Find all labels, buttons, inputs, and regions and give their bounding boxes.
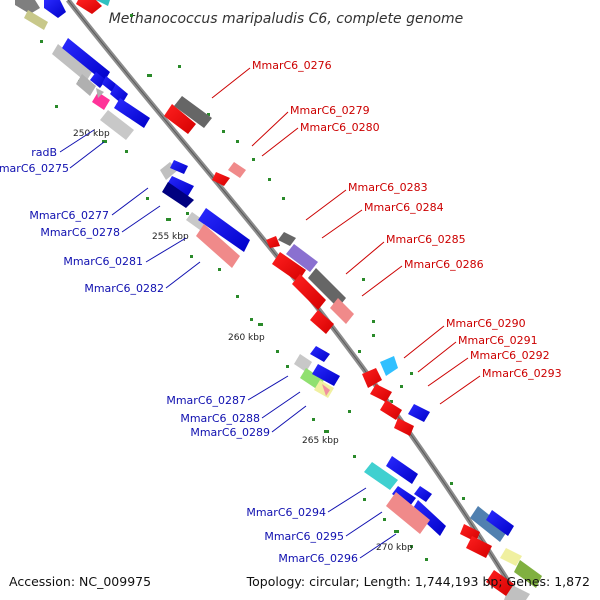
gene-reverse[interactable] bbox=[466, 536, 492, 558]
forward-strand-genes bbox=[15, 0, 446, 536]
gene-reverse[interactable] bbox=[164, 104, 196, 134]
gene-label-MmarC6_0283[interactable]: MmarC6_0283 bbox=[348, 181, 428, 194]
gene-forward[interactable] bbox=[412, 500, 446, 536]
gene-forward[interactable] bbox=[100, 110, 134, 140]
tick-label: 250 kbp bbox=[73, 129, 110, 139]
tick-label: 255 kbp bbox=[152, 232, 189, 242]
gene-forward[interactable] bbox=[162, 182, 194, 208]
gene-label-MmarC6_0290[interactable]: MmarC6_0290 bbox=[446, 317, 526, 330]
gene-forward[interactable] bbox=[110, 84, 128, 104]
right-leader-lines bbox=[211, 67, 481, 405]
gene-reverse[interactable] bbox=[380, 356, 398, 376]
gene-reverse[interactable] bbox=[76, 0, 102, 14]
gene-reverse[interactable] bbox=[486, 510, 514, 536]
gene-reverse[interactable] bbox=[362, 368, 382, 388]
reverse-strand-genes bbox=[76, 0, 542, 600]
gene-forward[interactable] bbox=[76, 74, 96, 96]
gene-forward[interactable] bbox=[186, 212, 206, 230]
gene-forward[interactable] bbox=[102, 76, 116, 92]
gene-forward[interactable] bbox=[386, 492, 430, 534]
gene-label-MmarC6_0276[interactable]: MmarC6_0276 bbox=[252, 59, 332, 72]
gene-label-MmarC6_0275[interactable]: MmarC6_0275 bbox=[0, 162, 69, 175]
gene-label-MmarC6_0291[interactable]: MmarC6_0291 bbox=[458, 334, 538, 347]
gene-label-MmarC6_0281[interactable]: MmarC6_0281 bbox=[63, 255, 143, 268]
gene-forward[interactable] bbox=[15, 0, 40, 14]
gene-label-MmarC6_0280[interactable]: MmarC6_0280 bbox=[300, 121, 380, 134]
gene-label-MmarC6_0285[interactable]: MmarC6_0285 bbox=[386, 233, 466, 246]
gene-label-MmarC6_0279[interactable]: MmarC6_0279 bbox=[290, 104, 370, 117]
gene-reverse[interactable] bbox=[212, 172, 230, 186]
gene-reverse[interactable] bbox=[500, 548, 522, 566]
gene-reverse[interactable] bbox=[394, 418, 414, 436]
gene-label-MmarC6_0288[interactable]: MmarC6_0288 bbox=[180, 412, 260, 425]
gene-reverse[interactable] bbox=[272, 252, 306, 282]
gene-forward[interactable] bbox=[24, 10, 48, 30]
gene-label-MmarC6_0287[interactable]: MmarC6_0287 bbox=[166, 394, 246, 407]
gene-forward[interactable] bbox=[62, 38, 110, 82]
gene-label-radB[interactable]: radB bbox=[31, 146, 57, 159]
left-gene-labels: radB MmarC6_0275 MmarC6_0277 MmarC6_0278… bbox=[0, 146, 358, 565]
gene-label-MmarC6_0295[interactable]: MmarC6_0295 bbox=[264, 530, 344, 543]
gene-reverse[interactable] bbox=[380, 400, 402, 420]
gene-label-MmarC6_0286[interactable]: MmarC6_0286 bbox=[404, 258, 484, 271]
gene-reverse[interactable] bbox=[486, 570, 514, 596]
gene-label-MmarC6_0289[interactable]: MmarC6_0289 bbox=[190, 426, 270, 439]
gene-reverse[interactable] bbox=[330, 298, 354, 324]
gene-forward[interactable] bbox=[114, 98, 150, 128]
genome-title: Methanococcus maripaludis C6, complete g… bbox=[109, 11, 464, 27]
right-gene-labels: MmarC6_0276 MmarC6_0279 MmarC6_0280 Mmar… bbox=[252, 59, 562, 380]
gene-forward[interactable] bbox=[198, 208, 250, 252]
gene-forward[interactable] bbox=[312, 364, 340, 386]
gene-label-MmarC6_0278[interactable]: MmarC6_0278 bbox=[40, 226, 120, 239]
gene-reverse[interactable] bbox=[292, 274, 326, 310]
gene-forward[interactable] bbox=[414, 486, 432, 502]
gene-reverse[interactable] bbox=[308, 268, 346, 308]
gene-forward[interactable] bbox=[196, 224, 240, 268]
gene-forward[interactable] bbox=[44, 0, 66, 18]
genome-summary-text: Topology: circular; Length: 1,744,193 bp… bbox=[246, 574, 590, 589]
tick-label: 260 kbp bbox=[228, 333, 265, 343]
gene-reverse[interactable] bbox=[174, 96, 212, 128]
gene-label-MmarC6_0282[interactable]: MmarC6_0282 bbox=[84, 282, 164, 295]
gene-label-MmarC6_0294[interactable]: MmarC6_0294 bbox=[246, 506, 326, 519]
kbp-ticks: 250 kbp 255 kbp 260 kbp 265 kbp 270 kbp bbox=[73, 129, 413, 553]
gene-forward[interactable] bbox=[364, 462, 398, 490]
accession-text: Accession: NC_009975 bbox=[9, 574, 151, 589]
gene-forward[interactable] bbox=[52, 44, 92, 82]
gene-forward[interactable] bbox=[322, 384, 330, 396]
gene-reverse[interactable] bbox=[286, 244, 318, 272]
gene-forward[interactable] bbox=[96, 88, 104, 98]
gene-forward[interactable] bbox=[170, 160, 188, 174]
gene-label-MmarC6_0293[interactable]: MmarC6_0293 bbox=[482, 367, 562, 380]
gene-reverse[interactable] bbox=[228, 162, 246, 178]
gene-label-MmarC6_0292[interactable]: MmarC6_0292 bbox=[470, 349, 550, 362]
left-leader-lines bbox=[59, 129, 397, 559]
gene-forward[interactable] bbox=[392, 486, 416, 506]
gene-forward[interactable] bbox=[92, 92, 110, 110]
gene-label-MmarC6_0284[interactable]: MmarC6_0284 bbox=[364, 201, 444, 214]
gene-reverse[interactable] bbox=[310, 310, 334, 334]
gene-reverse[interactable] bbox=[370, 384, 392, 402]
gene-reverse[interactable] bbox=[266, 236, 280, 248]
tick-label: 270 kbp bbox=[376, 543, 413, 553]
gene-forward[interactable] bbox=[294, 354, 312, 372]
gene-reverse[interactable] bbox=[408, 404, 430, 422]
gene-reverse[interactable] bbox=[96, 0, 110, 6]
gene-reverse[interactable] bbox=[470, 506, 508, 542]
gene-label-MmarC6_0296[interactable]: MmarC6_0296 bbox=[278, 552, 358, 565]
genome-backbone-core bbox=[67, 0, 521, 600]
gene-forward[interactable] bbox=[310, 346, 330, 362]
tick-label: 265 kbp bbox=[302, 436, 339, 446]
gene-reverse[interactable] bbox=[278, 232, 296, 246]
gene-reverse[interactable] bbox=[514, 560, 542, 588]
gene-forward[interactable] bbox=[386, 456, 418, 484]
gene-label-MmarC6_0277[interactable]: MmarC6_0277 bbox=[29, 209, 109, 222]
gene-forward[interactable] bbox=[166, 176, 194, 196]
